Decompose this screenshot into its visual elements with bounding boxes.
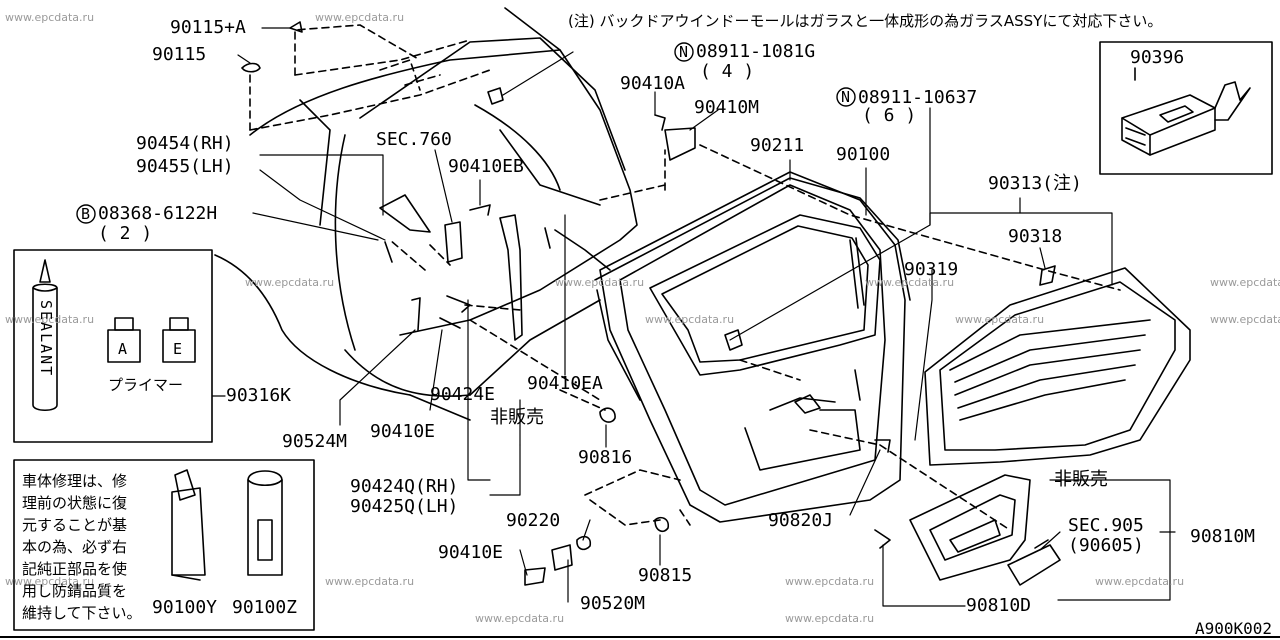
label-90815: 90815: [638, 565, 693, 586]
watermark: www.epcdata.ru: [955, 313, 1045, 326]
sealant-label: SEALANT: [37, 300, 55, 378]
label-90100z: 90100Z: [232, 597, 298, 618]
b-symbol-letter: B: [81, 205, 91, 223]
spray-can-90100Z: [247, 470, 283, 576]
sealant-box: [13, 249, 213, 443]
label-90605: (90605): [1068, 535, 1144, 556]
primer-e-label: E: [173, 340, 183, 358]
watermark: www.epcdata.ru: [5, 575, 95, 588]
leader-lines: [211, 27, 1176, 607]
label-90820j: 90820J: [768, 510, 834, 531]
label-90319: 90319: [904, 259, 959, 280]
watermark: www.epcdata.ru: [315, 11, 405, 24]
repair-note-line: 維持して下さい。: [22, 604, 142, 622]
repair-note-line: 記純正部品を使: [22, 560, 128, 578]
primer-label: プライマー: [108, 376, 184, 394]
watermark: www.epcdata.ru: [785, 575, 875, 588]
label-sec-905: SEC.905: [1068, 515, 1144, 536]
watermark: www.epcdata.ru: [325, 575, 415, 588]
primer-bottles: [107, 317, 196, 363]
label-nut-qty-1: ( 4 ): [700, 61, 755, 82]
repair-note: 車体修理は、修 理前の状態に復 元することが基 本の為、必ず右 記純正部品を使 …: [22, 470, 172, 624]
watermark: www.epcdata.ru: [475, 612, 565, 625]
label-90520m: 90520M: [580, 593, 646, 614]
label-90810m: 90810M: [1190, 526, 1256, 547]
label-90816: 90816: [578, 447, 633, 468]
label-90313: 90313(注): [988, 173, 1082, 194]
vehicle-body-outline: [214, 7, 638, 421]
watermark: www.epcdata.ru: [5, 11, 95, 24]
label-90115: 90115: [152, 44, 207, 65]
glass-note: (注) バックドアウインドーモールはガラスと一体成形の為ガラスASSYにて対応下…: [568, 12, 1163, 30]
watermark: www.epcdata.ru: [1210, 276, 1280, 289]
watermark: www.epcdata.ru: [865, 276, 955, 289]
n-symbol-1: [674, 42, 694, 62]
not-for-sale-label-2: 非販売: [1054, 469, 1108, 490]
diagram-code: A900K002: [1194, 619, 1272, 638]
label-90211: 90211: [750, 135, 805, 156]
watermark: www.epcdata.ru: [555, 276, 645, 289]
label-90424q: 90424Q(RH): [350, 476, 459, 497]
watermark: www.epcdata.ru: [1095, 575, 1185, 588]
repair-note-line: 理前の状態に復: [22, 494, 128, 512]
watermark: www.epcdata.ru: [785, 612, 875, 625]
label-90410eb: 90410EB: [448, 156, 524, 177]
label-90115-a: 90115+A: [170, 17, 246, 38]
watermark: www.epcdata.ru: [5, 313, 95, 326]
repair-note-line: 用し防錆品質を: [22, 582, 128, 600]
label-90454: 90454(RH): [136, 133, 234, 154]
repair-box: [13, 459, 315, 631]
label-90524m: 90524M: [282, 431, 348, 452]
n-symbol-letter: N: [679, 43, 689, 61]
b-symbol: [76, 204, 96, 224]
label-90396: 90396: [1130, 47, 1185, 68]
n-symbol-letter: N: [841, 88, 851, 106]
n-symbol-2: [836, 87, 856, 107]
inset-box-90396: [1099, 41, 1273, 175]
watermark: www.epcdata.ru: [1210, 313, 1280, 326]
not-for-sale-label: 非販売: [490, 407, 544, 428]
label-90100: 90100: [836, 144, 891, 165]
label-90220: 90220: [506, 510, 561, 531]
weatherstrip: [594, 177, 911, 401]
roof-dash-lines: [249, 24, 1121, 531]
label-90455: 90455(LH): [136, 156, 234, 177]
label-nut-08911-1081g: 08911-1081G: [696, 41, 816, 62]
label-90410e-upper: 90410E: [370, 421, 436, 442]
label-sec-760: SEC.760: [376, 129, 452, 150]
primer-a-label: A: [118, 340, 128, 358]
label-nut-qty-2: ( 6 ): [862, 105, 917, 126]
repair-note-line: 元することが基: [22, 516, 128, 534]
label-90318: 90318: [1008, 226, 1063, 247]
rear-glass: [924, 265, 1191, 466]
sealant-tube: [32, 259, 58, 412]
repair-note-line: 本の為、必ず右: [22, 538, 128, 556]
repair-tube-90100Y: [171, 469, 206, 581]
label-90410e-lower: 90410E: [438, 542, 504, 563]
label-bolt-08368: 08368-6122H: [98, 203, 218, 224]
connector-90396: [1121, 67, 1251, 156]
back-door: [599, 171, 906, 523]
watermark: www.epcdata.ru: [645, 313, 735, 326]
label-90410ea: 90410EA: [527, 373, 603, 394]
finisher: [909, 474, 1061, 586]
label-90425q: 90425Q(LH): [350, 496, 459, 517]
label-90410a: 90410A: [620, 73, 686, 94]
label-90410m: 90410M: [694, 97, 760, 118]
label-90100y: 90100Y: [152, 597, 218, 618]
label-90810d: 90810D: [966, 595, 1032, 616]
label-nut-08911-10637: 08911-10637: [858, 87, 978, 108]
watermark: www.epcdata.ru: [245, 276, 335, 289]
label-bolt-qty: ( 2 ): [98, 223, 153, 244]
repair-note-line: 車体修理は、修: [22, 472, 128, 490]
label-90424e: 90424E: [430, 384, 496, 405]
label-90316k: 90316K: [226, 385, 292, 406]
